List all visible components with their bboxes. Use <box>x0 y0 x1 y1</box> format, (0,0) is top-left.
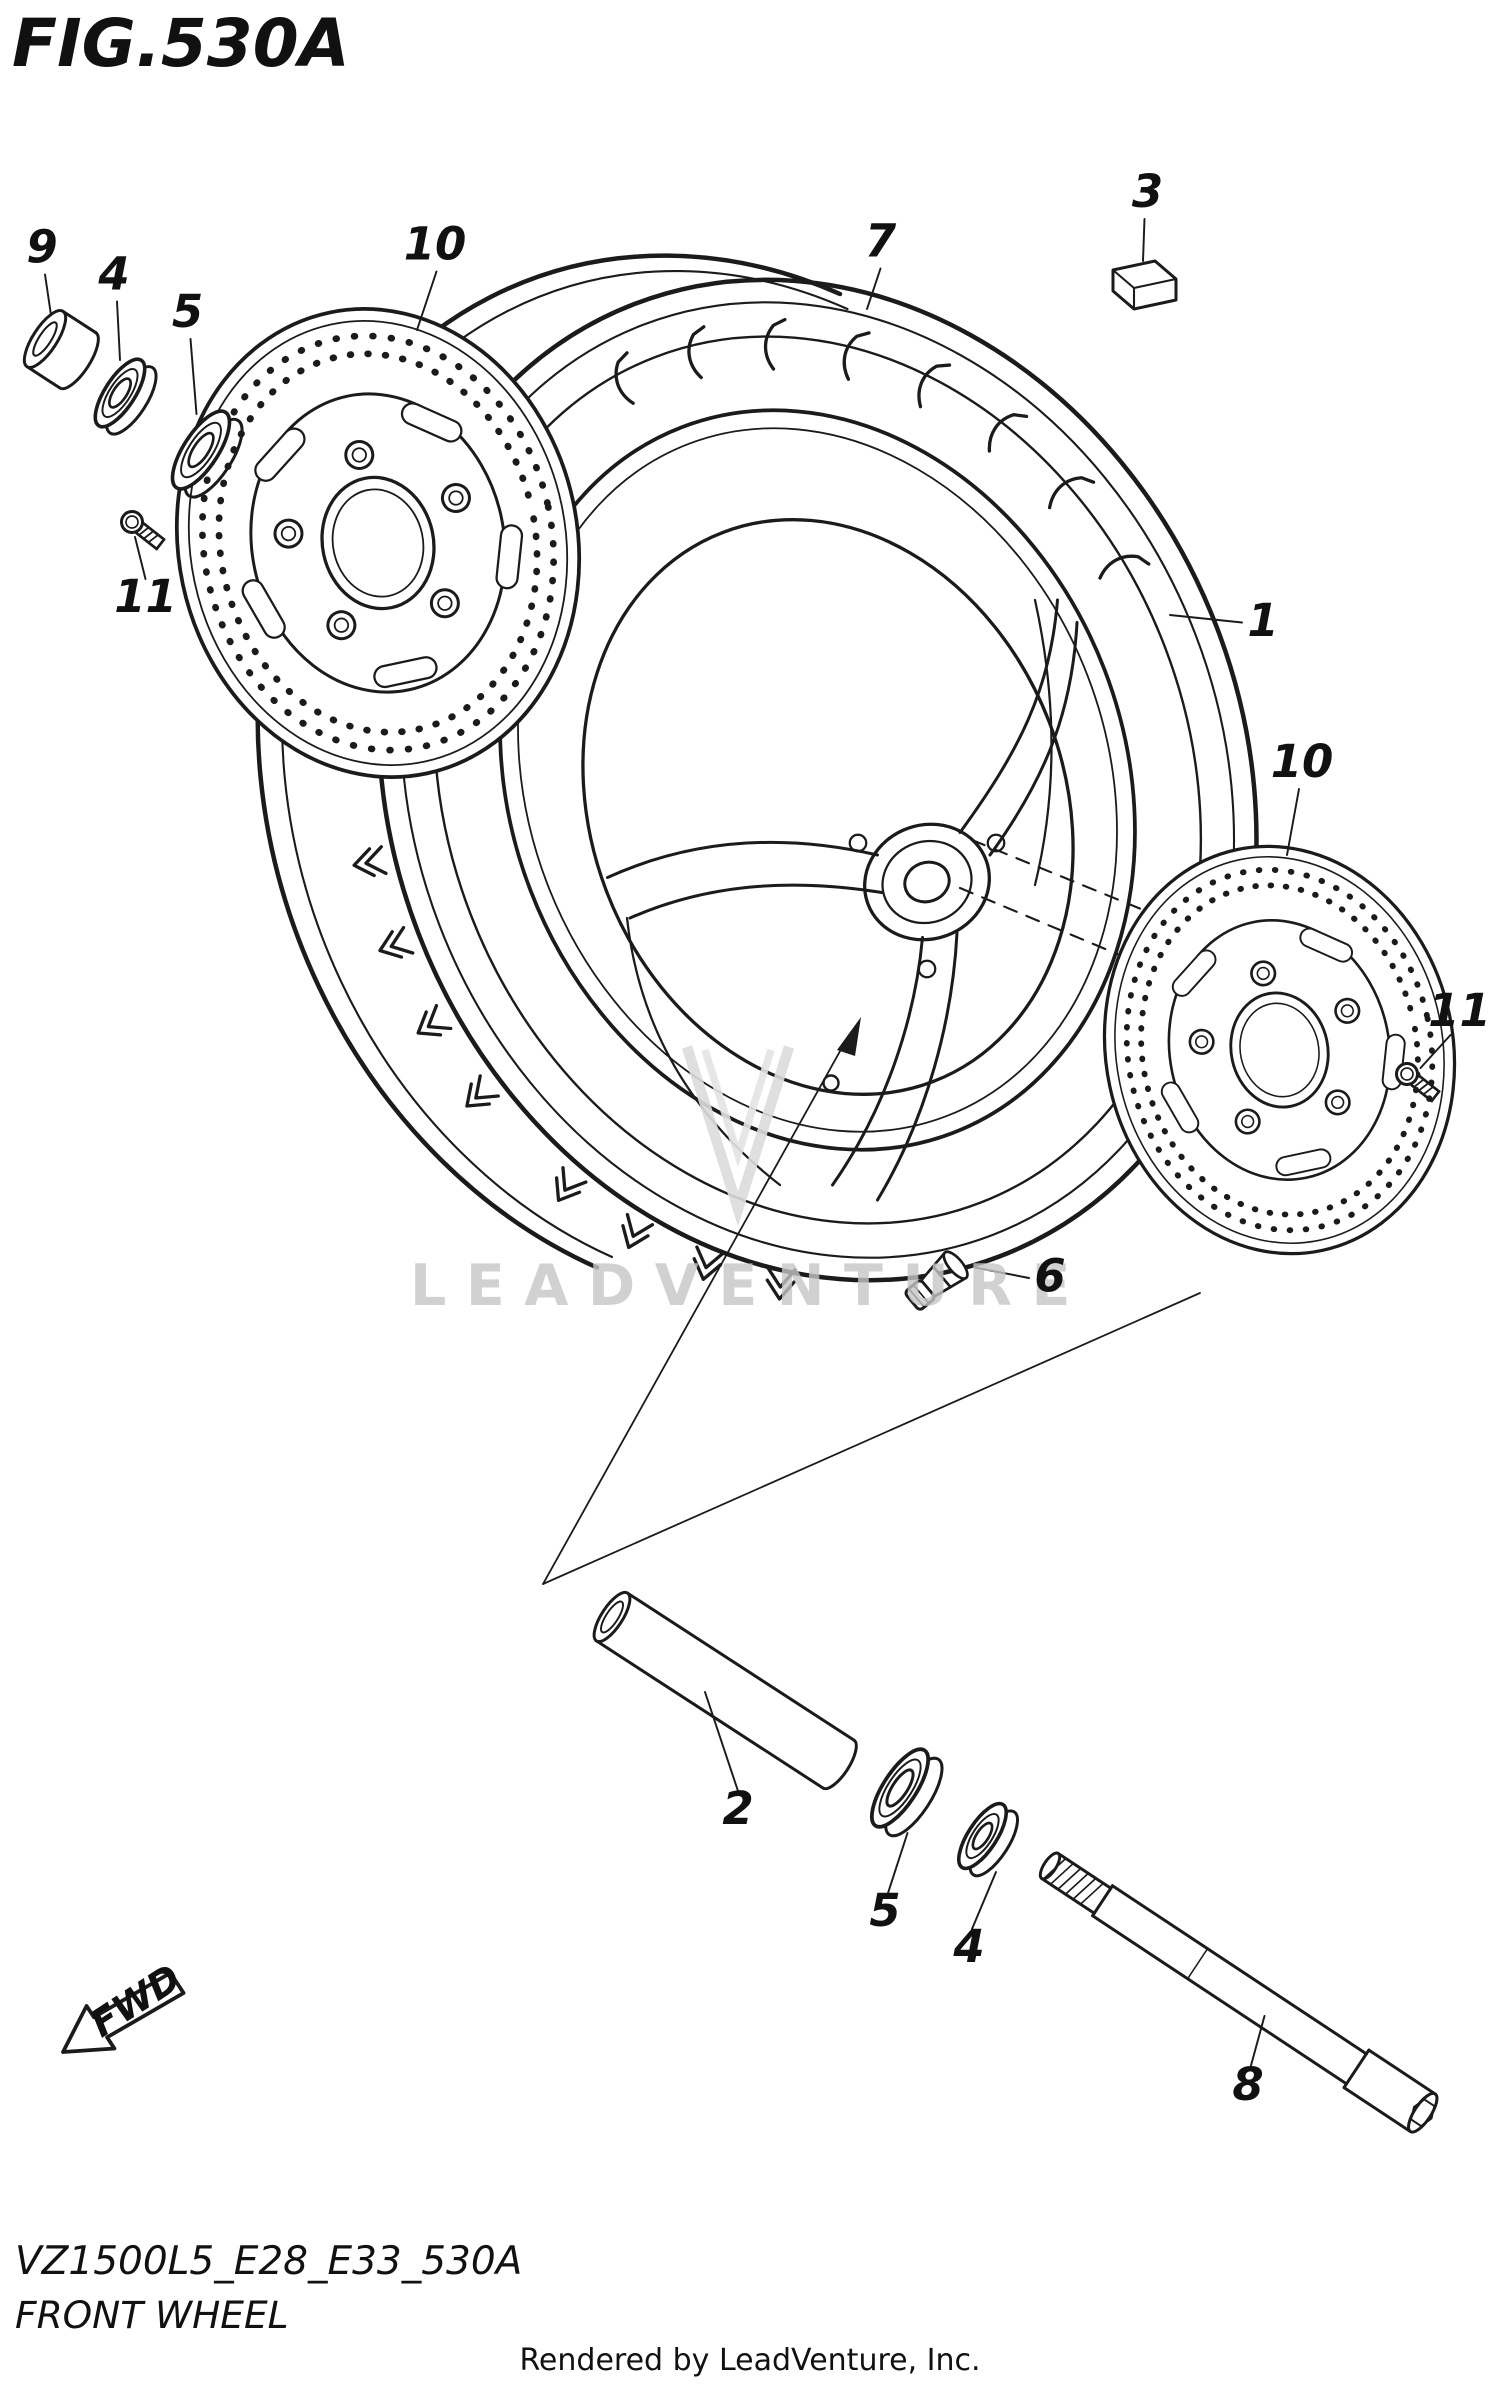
wheel-spokes <box>606 598 1079 1202</box>
axis-guide-lines <box>542 1017 1201 1585</box>
part-label-5-upper: 5 <box>172 285 203 338</box>
part-label-11-left: 11 <box>114 570 177 623</box>
fwd-arrow <box>61 1971 186 2054</box>
footer-figure-name: FRONT WHEEL <box>15 2293 289 2337</box>
footer-credit: Rendered by LeadVenture, Inc. <box>519 2343 980 2378</box>
spacer-tube-2 <box>592 1590 858 1791</box>
screw-11-left <box>120 510 166 551</box>
wheel-rim <box>498 408 1137 1187</box>
footer-code: VZ1500L5_E28_E33_530A <box>15 2239 522 2284</box>
part-label-8: 8 <box>1232 2058 1263 2111</box>
leadventure-watermark-logo <box>681 1045 795 1227</box>
watermark-text: LEADVENTURE <box>410 1253 1090 1319</box>
part-label-4-lower: 4 <box>952 1920 984 1973</box>
figure-title: FIG.530A <box>12 5 350 82</box>
part-label-2: 2 <box>722 1782 753 1835</box>
part-label-4-upper: 4 <box>97 248 129 301</box>
part-label-10-left: 10 <box>404 218 467 271</box>
bearing-4-upper <box>93 357 158 436</box>
bearing-5-lower <box>869 1747 944 1838</box>
part-label-6: 6 <box>1034 1250 1065 1303</box>
part-label-1: 1 <box>1247 594 1278 647</box>
fwd-label: FWD <box>82 1955 188 2045</box>
part-label-10-right: 10 <box>1271 735 1334 788</box>
bearing-5-upper <box>170 409 244 499</box>
leader-lines <box>44 218 1452 2067</box>
balance-weight-3 <box>1111 259 1178 311</box>
screw-11-right <box>1395 1062 1441 1103</box>
part-label-7: 7 <box>865 215 897 268</box>
wheel-hub <box>848 822 1006 979</box>
part-label-5-lower: 5 <box>869 1884 900 1937</box>
part-label-3: 3 <box>1132 165 1163 218</box>
seal-4-lower <box>957 1801 1019 1878</box>
part-label-9: 9 <box>26 221 57 274</box>
valve-6 <box>904 1250 969 1311</box>
part-label-11-right: 11 <box>1428 984 1491 1037</box>
axle-8 <box>1038 1851 1439 2134</box>
spacer-9 <box>22 309 100 391</box>
